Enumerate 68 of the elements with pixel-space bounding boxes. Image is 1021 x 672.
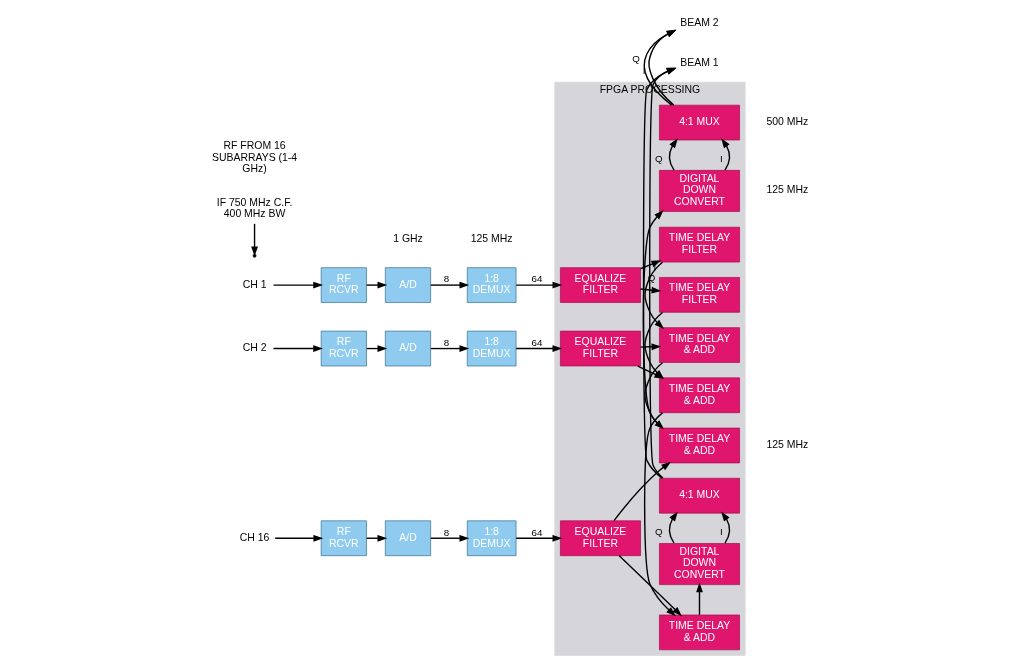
node-box: TIME DELAY & ADD bbox=[659, 614, 740, 651]
node-box: 4:1 MUX bbox=[659, 477, 740, 514]
node-box: RF RCVR bbox=[320, 520, 367, 557]
node-box: TIME DELAY FILTER bbox=[659, 226, 740, 263]
edge-label: Q bbox=[655, 153, 663, 165]
node-box: A/D bbox=[384, 330, 431, 367]
edge-label: 8 bbox=[443, 273, 450, 285]
node-text: BEAM 1 bbox=[680, 57, 719, 69]
node-box: TIME DELAY & ADD bbox=[659, 427, 740, 464]
label: 500 MHz bbox=[766, 116, 809, 128]
label: RF FROM 16 SUBARRAYS (1-4 GHz) bbox=[211, 139, 298, 175]
node-box: RF RCVR bbox=[320, 330, 367, 367]
node-text: CH 16 bbox=[239, 531, 270, 543]
node-box: EQUALIZE FILTER bbox=[560, 267, 641, 303]
edge-label: 64 bbox=[531, 526, 543, 538]
edge-label: I bbox=[720, 153, 723, 165]
arrow bbox=[272, 345, 323, 352]
arrow bbox=[668, 138, 678, 171]
node-text: BEAM 2 bbox=[680, 17, 719, 29]
node-box: RF RCVR bbox=[320, 267, 367, 303]
arrow bbox=[515, 281, 563, 289]
node-box: 1:8 DEMUX bbox=[466, 520, 517, 557]
node-box: 1:8 DEMUX bbox=[466, 330, 517, 367]
node-box: EQUALIZE FILTER bbox=[560, 330, 641, 367]
arrow bbox=[649, 67, 677, 479]
label: 125 MHz bbox=[766, 184, 809, 196]
edge-label: Q bbox=[632, 52, 640, 64]
arrow bbox=[644, 261, 665, 329]
arrow bbox=[272, 281, 323, 289]
arrow bbox=[721, 138, 731, 171]
arrow bbox=[696, 582, 703, 616]
arrow bbox=[430, 534, 470, 542]
node-text: CH 1 bbox=[242, 278, 267, 290]
node-box: 4:1 MUX bbox=[659, 104, 740, 141]
arrow bbox=[515, 534, 563, 542]
node-box: TIME DELAY & ADD bbox=[659, 327, 740, 363]
arrow bbox=[668, 511, 678, 544]
arrow bbox=[721, 511, 731, 544]
edge-label: 64 bbox=[531, 273, 543, 285]
arrow bbox=[642, 68, 677, 479]
label: 125 MHz bbox=[470, 233, 513, 245]
arrow bbox=[365, 281, 388, 289]
node-box: EQUALIZE FILTER bbox=[560, 520, 641, 557]
edge-label: I bbox=[720, 526, 723, 538]
arrow bbox=[274, 534, 324, 542]
node-box: DIGITAL DOWN CONVERT bbox=[659, 170, 740, 212]
arrow bbox=[430, 345, 470, 352]
node-box: 1:8 DEMUX bbox=[466, 267, 517, 303]
node-box: TIME DELAY FILTER bbox=[659, 277, 740, 313]
label: 1 GHz bbox=[393, 233, 423, 245]
node-text: IF 750 MHz C.F. 400 MHz BW bbox=[216, 196, 293, 220]
label: 125 MHz bbox=[766, 438, 809, 450]
arrow bbox=[639, 343, 662, 351]
node-box: A/D bbox=[384, 520, 431, 557]
node-box: DIGITAL DOWN CONVERT bbox=[659, 543, 740, 585]
edge-label: Q bbox=[655, 526, 663, 538]
arrow bbox=[251, 223, 258, 257]
node-box: A/D bbox=[384, 267, 431, 303]
arrow bbox=[643, 412, 676, 617]
edge-label: 64 bbox=[531, 336, 543, 348]
arrow bbox=[613, 461, 671, 522]
node-text: CH 2 bbox=[242, 341, 267, 353]
arrow bbox=[618, 555, 682, 617]
edge-label: 8 bbox=[443, 526, 450, 538]
edge-label: 8 bbox=[443, 336, 450, 348]
arrow bbox=[515, 345, 563, 352]
node-box: TIME DELAY & ADD bbox=[659, 377, 740, 414]
arrow bbox=[430, 281, 470, 289]
